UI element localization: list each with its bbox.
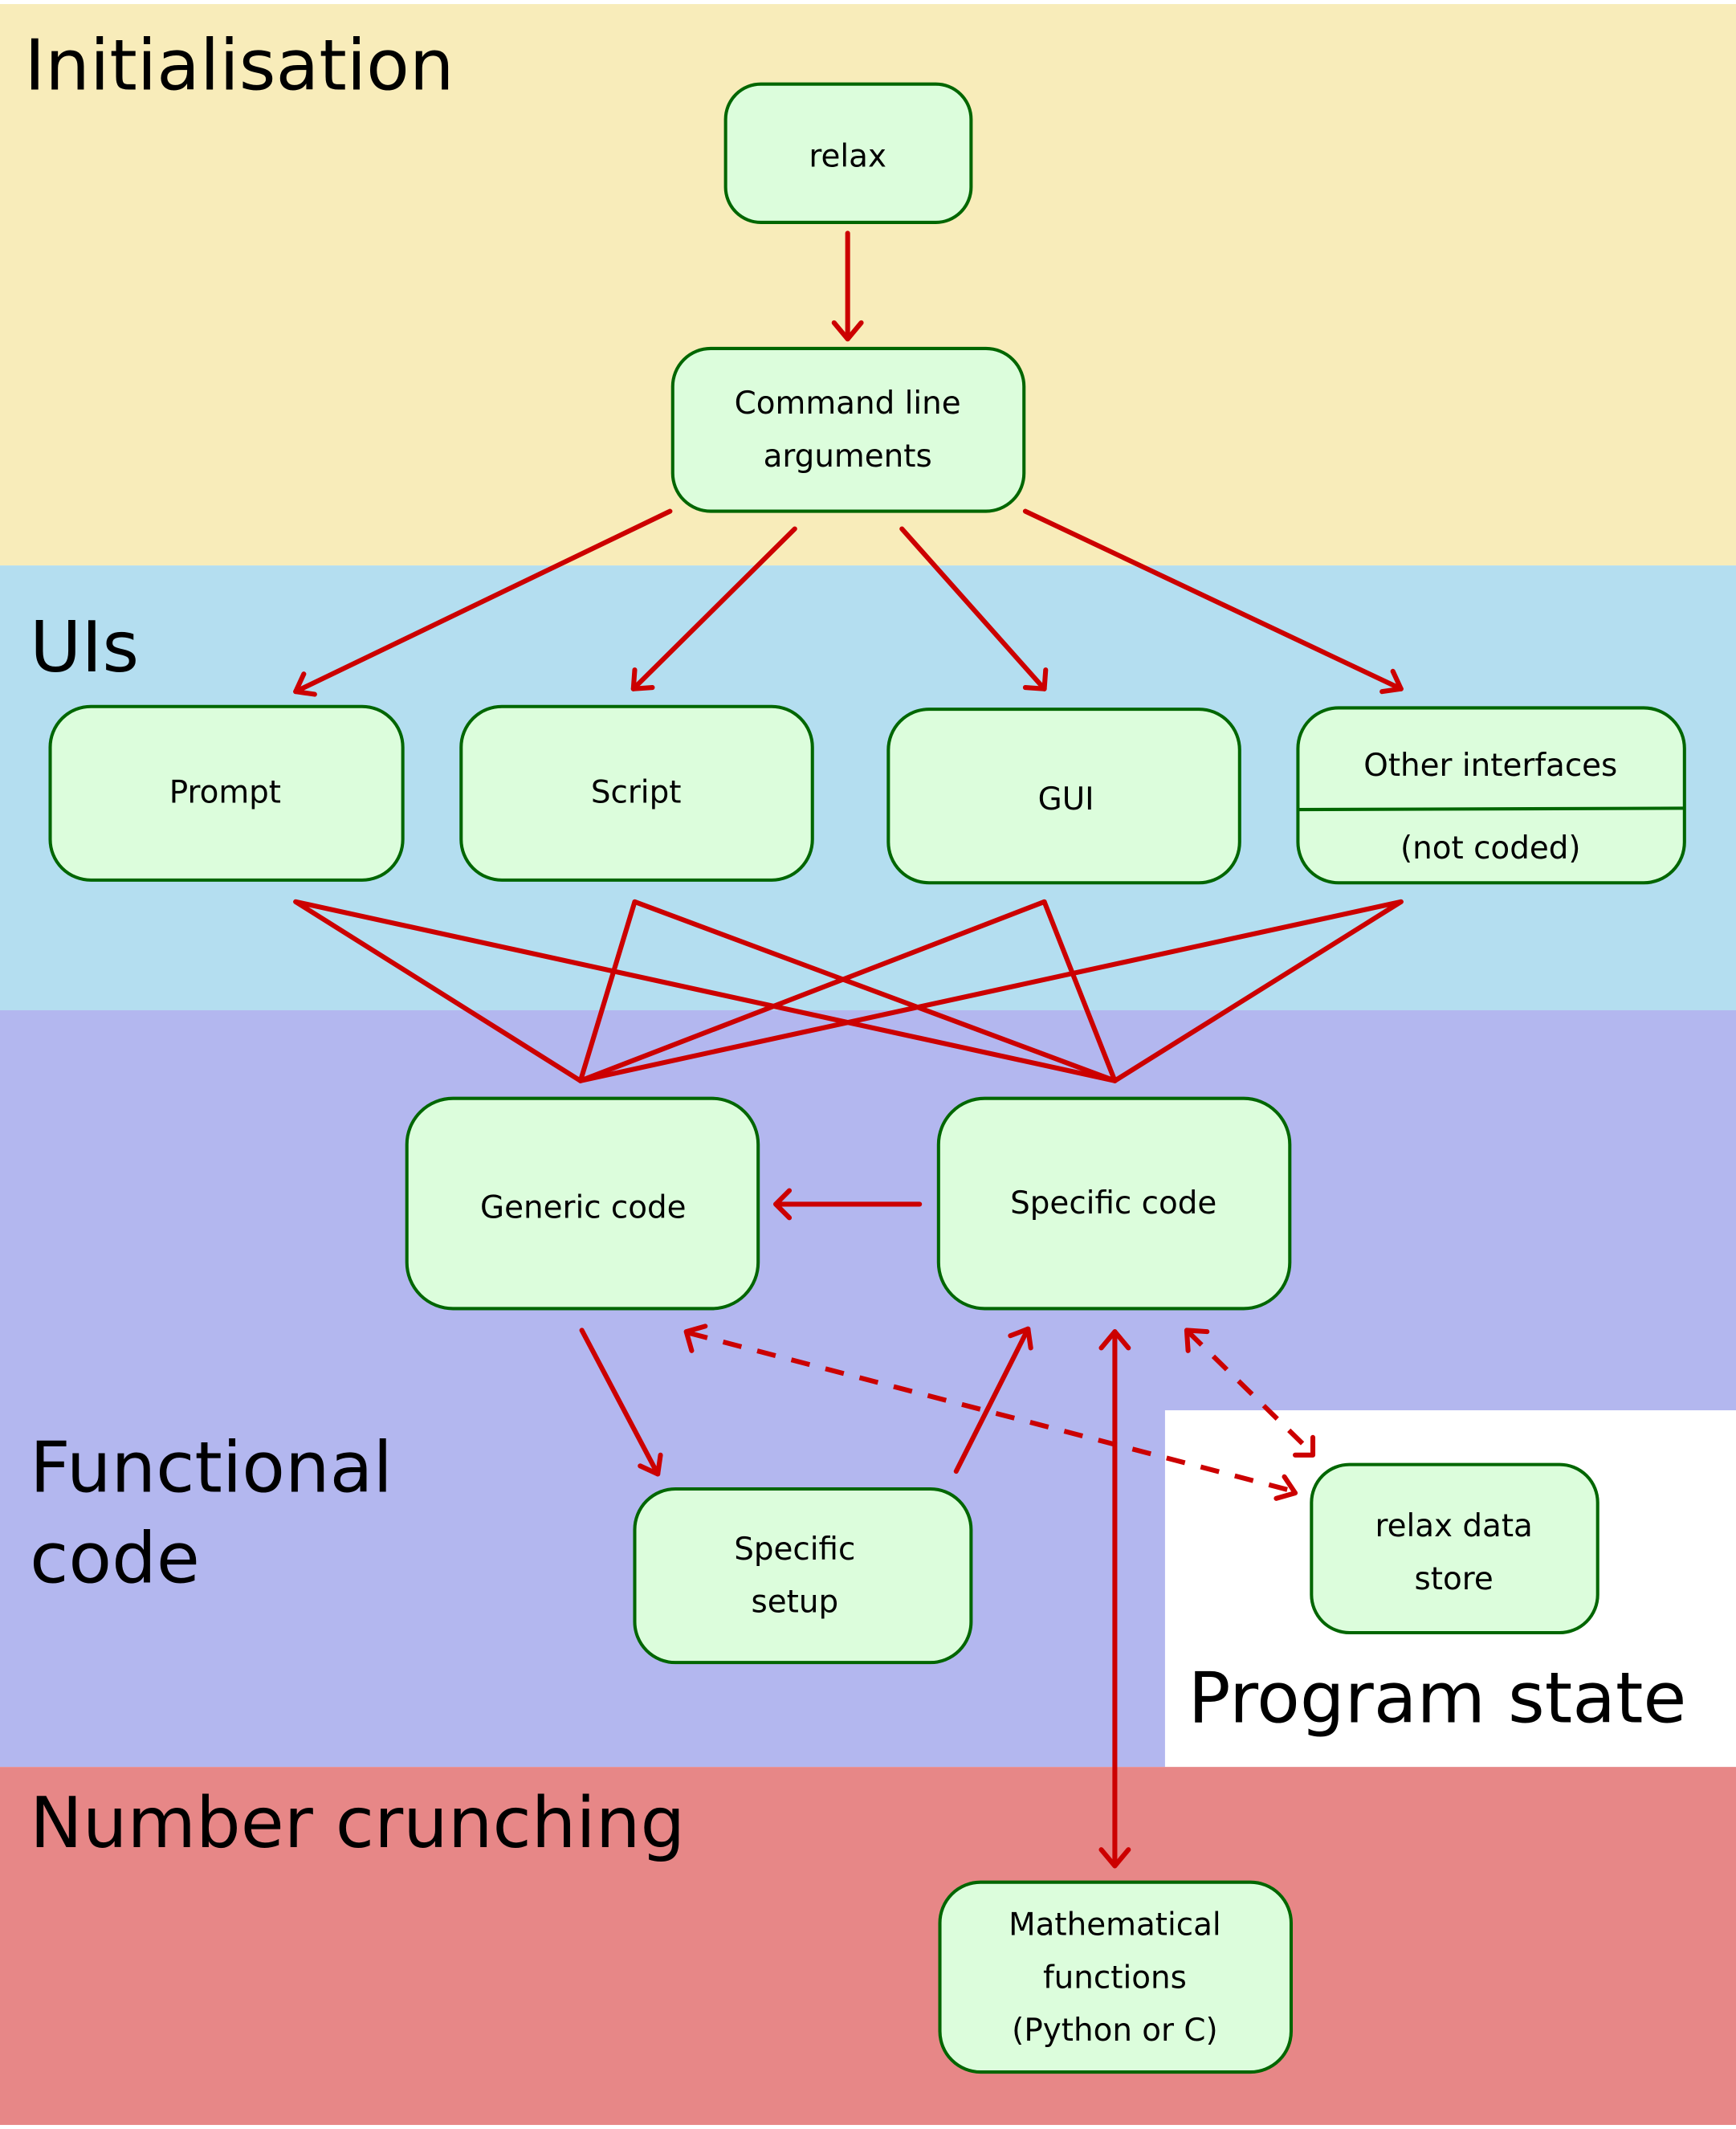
node-specific-label: Specific code — [1010, 1185, 1216, 1222]
edge-cmdline-script — [630, 526, 797, 691]
zone-label-functional-1: Functional — [30, 1425, 393, 1508]
edge-setup-specific — [953, 1326, 1033, 1474]
zone-label-functional-2: code — [30, 1517, 200, 1600]
edge-generic-setup — [579, 1328, 663, 1477]
node-script-label: Script — [591, 775, 682, 811]
node-relax[interactable]: relax — [723, 82, 973, 224]
node-mathematical-functions[interactable]: Mathematical functions (Python or C) — [938, 1880, 1294, 2074]
node-specific-setup[interactable]: Specific setup — [633, 1487, 973, 1665]
node-cmdline-label-2: arguments — [764, 438, 932, 475]
edge-other-generic — [577, 899, 1404, 1083]
zone-label-uis: UIs — [30, 606, 139, 688]
edge-specific-generic — [773, 1188, 923, 1221]
node-other-divider — [1298, 806, 1685, 812]
edge-specific-store — [1184, 1328, 1316, 1458]
edge-other-specific — [1112, 899, 1404, 1083]
node-other-title: Other interfaces — [1363, 748, 1617, 784]
node-relax-label: relax — [809, 139, 886, 175]
node-gui[interactable]: GUI — [886, 708, 1241, 885]
edge-prompt-specific — [293, 899, 1118, 1083]
node-command-line-arguments[interactable]: Command line arguments — [670, 346, 1026, 513]
zone-label-initialisation: Initialisation — [24, 23, 454, 106]
edge-generic-store — [683, 1323, 1298, 1501]
edge-cmdline-gui — [899, 526, 1049, 691]
edge-gui-specific — [1041, 899, 1118, 1083]
node-other-interfaces[interactable]: Other interfaces (not coded) — [1296, 706, 1686, 885]
node-cmdline-label-1: Command line — [735, 385, 961, 422]
node-generic-code[interactable]: Generic code — [405, 1096, 760, 1311]
node-gui-label: GUI — [1038, 781, 1094, 818]
edge-cmdline-other — [1022, 508, 1404, 695]
zone-label-number-crunching: Number crunching — [30, 1781, 685, 1864]
node-math-label-2: functions — [1043, 1960, 1187, 1996]
zone-number-crunching — [0, 1767, 1736, 2125]
ui-connectors — [293, 899, 1404, 1083]
node-setup-label-2: setup — [751, 1585, 838, 1621]
node-store-label-1: relax data — [1375, 1508, 1532, 1544]
node-specific-code[interactable]: Specific code — [936, 1096, 1292, 1311]
node-script[interactable]: Script — [459, 704, 814, 882]
node-prompt-label: Prompt — [169, 775, 281, 811]
node-store-label-2: store — [1415, 1561, 1494, 1597]
node-prompt[interactable]: Prompt — [48, 704, 405, 882]
edge-script-specific — [632, 899, 1118, 1083]
node-other-note: (not coded) — [1400, 830, 1581, 867]
edge-script-generic — [577, 899, 638, 1083]
edge-prompt-generic — [293, 899, 583, 1083]
zone-label-program-state: Program state — [1188, 1656, 1687, 1739]
node-math-label-1: Mathematical — [1009, 1907, 1221, 1943]
node-setup-label-1: Specific — [734, 1531, 855, 1568]
edge-cmdline-prompt — [293, 508, 673, 697]
node-generic-label: Generic code — [480, 1189, 687, 1226]
edge-relax-cmdline — [831, 230, 864, 342]
node-relax-data-store[interactable]: relax data store — [1310, 1462, 1599, 1635]
edge-specific-math — [1098, 1329, 1131, 1869]
node-math-label-3: (Python or C) — [1012, 2013, 1217, 2049]
edge-gui-generic — [577, 899, 1047, 1083]
